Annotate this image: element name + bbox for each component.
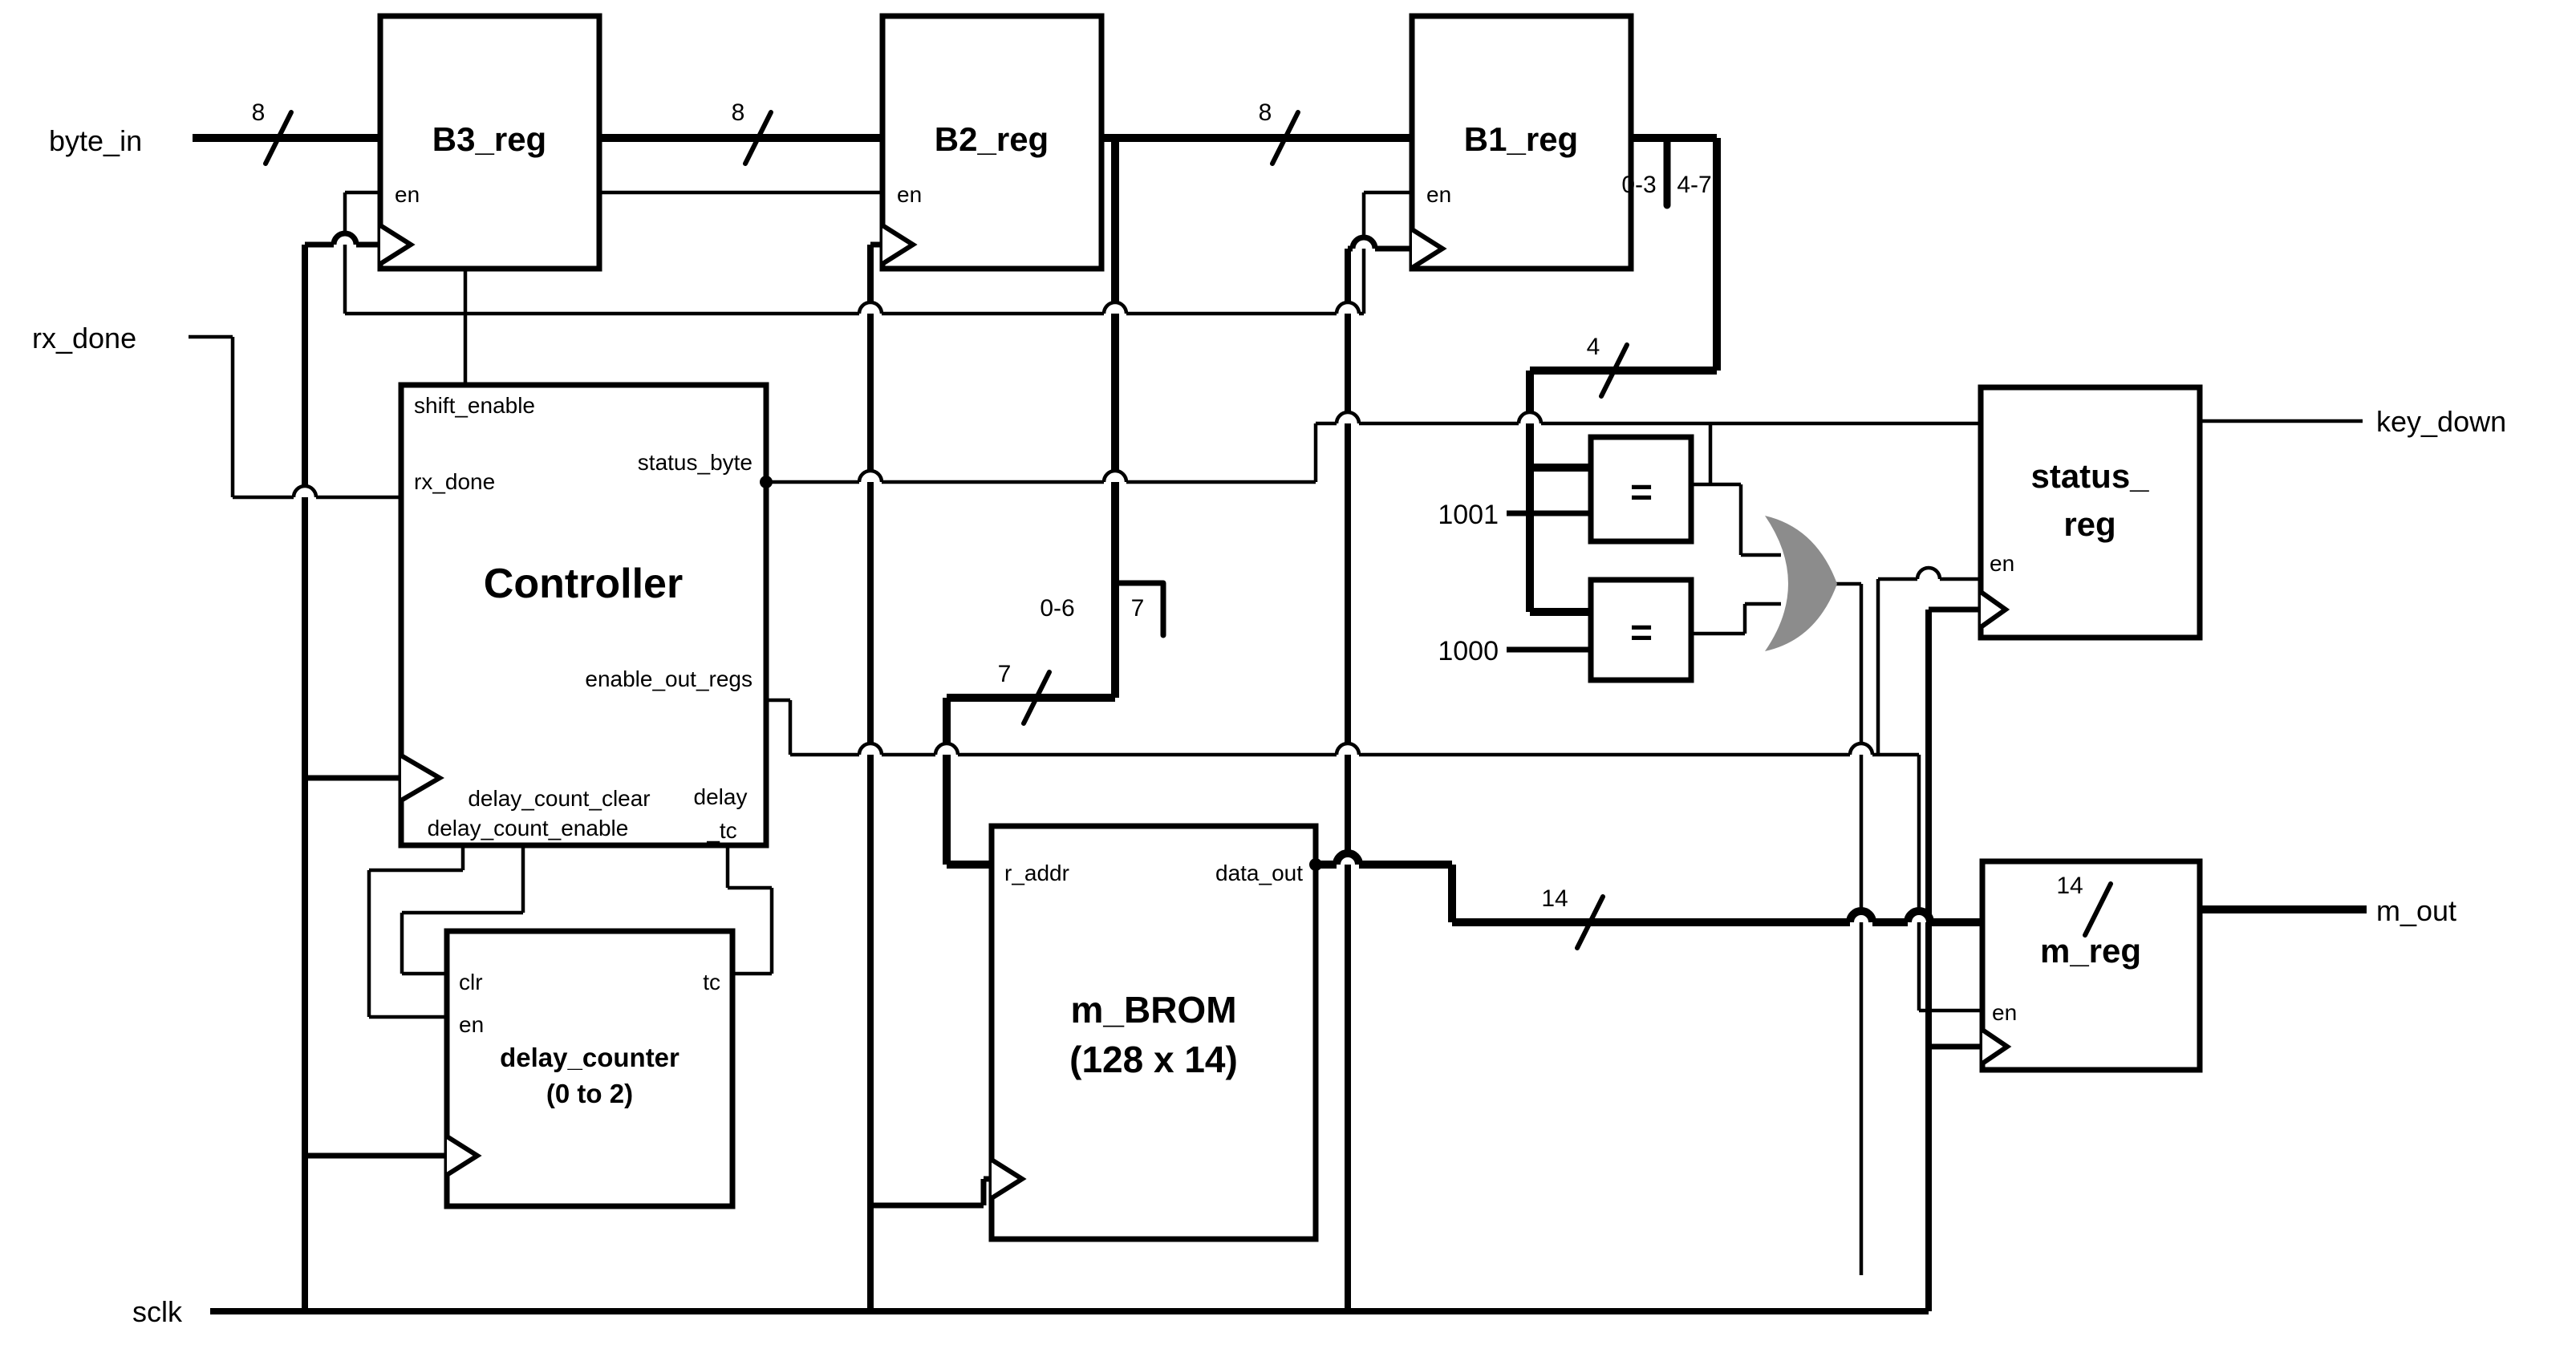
slash-b3-b2-8	[743, 110, 773, 166]
wire-data-bus	[1452, 907, 1982, 926]
clock-triangle-b2	[881, 223, 918, 266]
pin-shift-enable: shift_enable	[414, 393, 535, 418]
wire-shift-enable-rail	[345, 300, 1364, 316]
wire-b3-clk	[305, 230, 380, 248]
pin-enable-out-regs: enable_out_regs	[585, 666, 753, 691]
bus-range-0-6: 0-6	[1040, 595, 1074, 622]
bus-byte-in-8: 8	[252, 99, 266, 126]
slash-byte-in-8	[263, 110, 294, 166]
pin-dot-status-byte	[760, 476, 773, 488]
label-m-out: m_out	[2376, 894, 2456, 927]
title-m-reg: m_reg	[2040, 932, 2141, 970]
subtitle-m-brom: (128 x 14)	[1069, 1039, 1238, 1080]
title-m-brom: m_BROM	[1070, 989, 1236, 1031]
pin-b2-en: en	[897, 182, 922, 207]
block-m-brom	[988, 823, 1319, 1242]
slash-b2-b1-8	[1270, 110, 1300, 166]
label-byte-in: byte_in	[49, 124, 142, 157]
pin-r-addr: r_addr	[1004, 861, 1069, 885]
block-m-reg	[1979, 858, 2203, 1073]
bus-range-4-7: 4-7	[1677, 172, 1711, 198]
title-b3-reg: B3_reg	[432, 120, 546, 158]
symbol-comparator-bottom: =	[1630, 612, 1653, 654]
wire-status-byte	[766, 468, 1316, 484]
pin-status-en: en	[1990, 551, 2014, 576]
bus-b3-b2-8: 8	[732, 99, 745, 126]
block-b2-reg	[879, 13, 1105, 272]
pin-status-byte: status_byte	[638, 450, 753, 475]
pin-delay-clr: clr	[459, 970, 483, 994]
pin-delay-en: en	[459, 1012, 484, 1037]
slash-data-14	[1575, 894, 1605, 950]
block-controller	[398, 382, 769, 849]
pin-b3-en: en	[395, 182, 420, 207]
bus-range-0-3: 0-3	[1621, 172, 1656, 198]
symbol-comparator-top: =	[1630, 472, 1653, 514]
title-status-reg-2: reg	[2063, 505, 2116, 543]
label-const-1000: 1000	[1438, 636, 1499, 666]
pin-delay-count-enable: delay_count_enable	[428, 816, 629, 840]
pin-delay-tc: _tc	[706, 818, 736, 843]
bus-mout-14: 14	[2056, 873, 2083, 899]
bus-raddr-7: 7	[998, 661, 1012, 687]
block-b1-reg	[1409, 13, 1634, 272]
pin-delay-tc-out: tc	[703, 970, 720, 994]
pin-delay-count-clear: delay_count_clear	[468, 786, 650, 811]
or-gate	[1765, 516, 1837, 651]
block-delay-counter	[444, 928, 736, 1209]
pin-mreg-en: en	[1992, 1000, 2017, 1025]
clock-triangle-status-reg	[1979, 589, 2010, 630]
slash-nibble-4	[1599, 342, 1629, 399]
wire-statusreg-d	[1316, 410, 1981, 426]
block-comparator-top	[1588, 434, 1694, 545]
title-b2-reg: B2_reg	[935, 120, 1049, 158]
bus-data-14: 14	[1541, 885, 1568, 912]
pin-data-out: data_out	[1215, 861, 1303, 885]
wire-b1-clk	[1348, 234, 1412, 252]
bus-nibble-4: 4	[1587, 334, 1600, 360]
clock-triangle-b3	[379, 223, 416, 266]
pin-ctrl-rx-done: rx_done	[414, 469, 495, 494]
title-delay-counter: delay_counter	[500, 1043, 679, 1072]
label-sclk: sclk	[132, 1295, 183, 1328]
clock-triangle-b1	[1410, 227, 1447, 270]
pin-dot-data-out	[1309, 858, 1322, 871]
block-comparator-bottom	[1588, 577, 1694, 683]
label-rx-done: rx_done	[32, 322, 136, 354]
slash-mout-14	[2083, 881, 2113, 938]
title-controller: Controller	[484, 561, 683, 607]
pin-delay: delay	[694, 784, 748, 809]
clock-triangle-m-reg	[1981, 1027, 2012, 1066]
label-key-down: key_down	[2376, 405, 2506, 438]
title-b1-reg: B1_reg	[1464, 120, 1578, 158]
wire-rxdone-in	[233, 484, 401, 500]
slash-raddr-7	[1021, 670, 1052, 726]
title-status-reg-1: status_	[2030, 457, 2149, 495]
wire-statusreg-en	[1878, 565, 1981, 581]
block-b3-reg	[377, 13, 602, 272]
pin-b1-en: en	[1426, 182, 1451, 207]
subtitle-delay-counter: (0 to 2)	[546, 1079, 633, 1108]
block-status-reg	[1978, 384, 2203, 641]
wire-dataout	[1316, 849, 1452, 869]
label-const-1001: 1001	[1438, 500, 1499, 530]
clock-triangle-m-brom	[990, 1157, 1027, 1201]
clock-triangle-delay-counter	[445, 1134, 482, 1177]
bus-b2-b1-8: 8	[1259, 99, 1272, 126]
wire-enableout-rail	[790, 741, 1919, 757]
clock-triangle-controller	[400, 753, 444, 803]
bus-bit-7: 7	[1131, 595, 1145, 622]
